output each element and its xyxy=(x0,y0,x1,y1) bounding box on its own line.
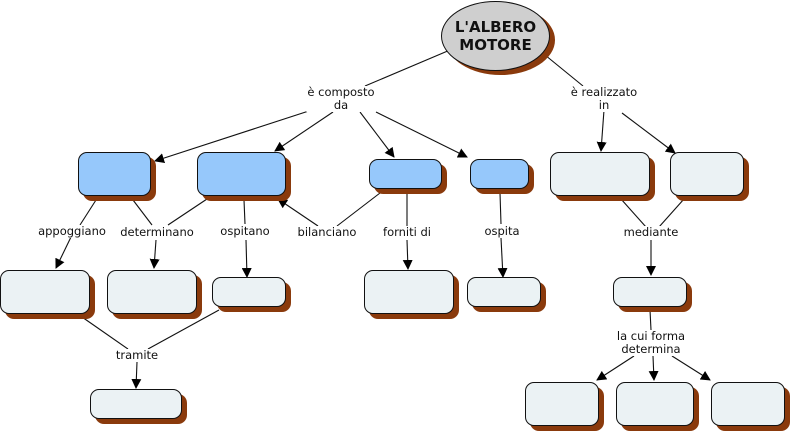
line-b1-tramite xyxy=(81,316,129,350)
line-forniti-b4 xyxy=(402,239,413,270)
concept-node-forma-target-2[interactable] xyxy=(616,382,694,426)
line-realizzato-r2 xyxy=(621,112,676,154)
root-concept-albero-motore[interactable]: L'ALBERO MOTORE xyxy=(441,1,550,71)
link-label-forma[interactable]: la cui forma determina xyxy=(615,329,687,356)
line-root-realizzato xyxy=(544,54,584,87)
concept-node-realizzato-1[interactable] xyxy=(550,152,650,196)
line-forma-f3 xyxy=(671,355,711,381)
concept-node-forniti-target[interactable] xyxy=(364,270,454,314)
link-label-realizzato[interactable]: è realizzato in xyxy=(569,85,639,112)
line-tramite-t xyxy=(131,361,142,389)
forma-line1: la cui forma xyxy=(616,329,686,343)
concept-node-realizzato-2[interactable] xyxy=(670,152,744,196)
line-n2-determinano xyxy=(167,198,208,226)
link-label-determinano[interactable]: determinano xyxy=(119,225,195,239)
link-label-ospita[interactable]: ospita xyxy=(483,224,521,238)
line-ospitano-b3 xyxy=(241,239,252,278)
line-n1-appoggiano xyxy=(79,199,97,226)
link-label-appoggiano[interactable]: appoggiano xyxy=(37,224,107,238)
line-r1-mediante xyxy=(620,198,647,228)
concept-node-blue-2[interactable] xyxy=(197,152,286,196)
concept-node-forma-target-3[interactable] xyxy=(711,382,785,426)
line-composto-n3 xyxy=(359,111,395,158)
link-label-bilanciano[interactable]: bilanciano xyxy=(296,225,358,239)
line-n3-bilanciano xyxy=(336,192,381,227)
line-appoggiano-b1 xyxy=(55,236,72,269)
line-bilanciano-n2 xyxy=(277,198,319,227)
line-determinano-b2 xyxy=(149,239,160,269)
link-label-mediante[interactable]: mediante xyxy=(622,225,680,239)
root-line2: MOTORE xyxy=(459,36,532,54)
line-n2-ospitano xyxy=(243,199,246,225)
line-b3-tramite xyxy=(147,309,220,350)
line-ospita-b5 xyxy=(497,237,508,278)
line-composto-n1 xyxy=(154,107,319,163)
concept-node-ospitano-target[interactable] xyxy=(212,277,286,307)
concept-node-blue-1[interactable] xyxy=(78,152,151,196)
concept-node-ospita-target[interactable] xyxy=(467,277,541,307)
root-line1: L'ALBERO xyxy=(454,18,537,36)
line-root-composto xyxy=(364,49,451,87)
realizzato-line2: in xyxy=(598,98,610,112)
concept-node-determinano-target[interactable] xyxy=(107,270,197,314)
composto-line2: da xyxy=(333,98,349,112)
link-label-composto[interactable]: è composto da xyxy=(306,85,376,112)
line-forma-f1 xyxy=(596,355,635,381)
realizzato-line1: è realizzato xyxy=(570,85,638,99)
line-composto-n2 xyxy=(274,111,334,152)
line-n4-ospita xyxy=(499,192,502,225)
line-n1-determinano xyxy=(132,199,153,226)
composto-line1: è composto xyxy=(307,85,375,99)
link-label-ospitano[interactable]: ospitano xyxy=(219,224,271,238)
link-label-forniti[interactable]: forniti di xyxy=(382,225,432,239)
concept-node-tramite-target[interactable] xyxy=(90,389,182,419)
concept-node-blue-3[interactable] xyxy=(369,159,442,189)
concept-node-appoggiano-target[interactable] xyxy=(0,270,90,314)
forma-line2: determina xyxy=(621,342,681,356)
line-realizzato-r1 xyxy=(596,109,607,152)
concept-node-forma-target-1[interactable] xyxy=(525,382,599,426)
concept-node-mediante-target[interactable] xyxy=(613,277,687,307)
line-composto-n4 xyxy=(375,111,468,158)
line-m-forma xyxy=(649,309,652,331)
concept-node-blue-4[interactable] xyxy=(470,159,529,189)
line-r2-mediante xyxy=(658,198,685,228)
link-label-tramite[interactable]: tramite xyxy=(114,348,160,362)
line-forma-f2 xyxy=(648,355,659,381)
